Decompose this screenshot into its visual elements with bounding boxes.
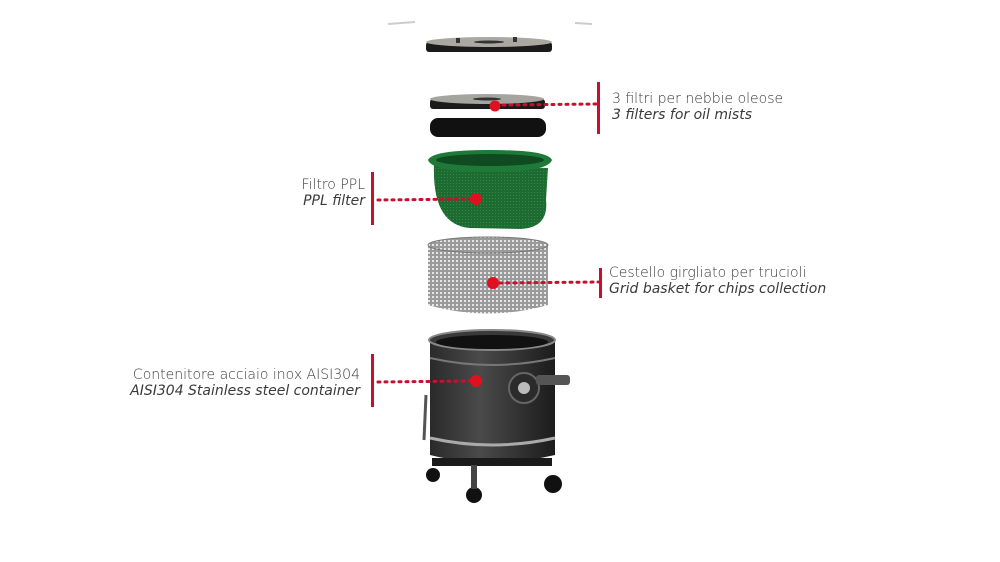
- label-oil-mist-filters: 3 filtri per nebbie oleose 3 filters for…: [612, 91, 783, 123]
- grid-basket: [427, 236, 549, 314]
- label-italian: Filtro PPL: [301, 177, 365, 193]
- label-english: Grid basket for chips collection: [609, 281, 827, 297]
- callout-ppl-filter: [371, 172, 482, 225]
- label-english: PPL filter: [303, 193, 365, 209]
- ppl-filter-bag: [428, 150, 552, 229]
- foam-disc: [430, 118, 546, 137]
- label-italian: 3 filtri per nebbie oleose: [612, 91, 784, 107]
- callout-grid-basket: [487, 268, 602, 298]
- label-italian: Contenitore acciaio inox AISI304: [132, 367, 360, 383]
- callout-container: [371, 354, 482, 407]
- label-ppl-filter: Filtro PPL PPL filter: [302, 177, 365, 209]
- top-lid-disc: [426, 37, 552, 52]
- label-english: AISI304 Stainless steel container: [130, 383, 360, 399]
- top-edge-marks: [387, 21, 593, 25]
- steel-container: [422, 329, 570, 503]
- filter-disc: [430, 94, 545, 109]
- callout-oil-mist-filters: [489, 82, 600, 134]
- label-italian: Cestello girgliato per trucioli: [609, 265, 807, 281]
- label-container: Contenitore acciaio inox AISI304 AISI304…: [130, 367, 360, 399]
- label-grid-basket: Cestello girgliato per trucioli Grid bas…: [609, 265, 826, 297]
- label-english: 3 filters for oil mists: [612, 107, 752, 123]
